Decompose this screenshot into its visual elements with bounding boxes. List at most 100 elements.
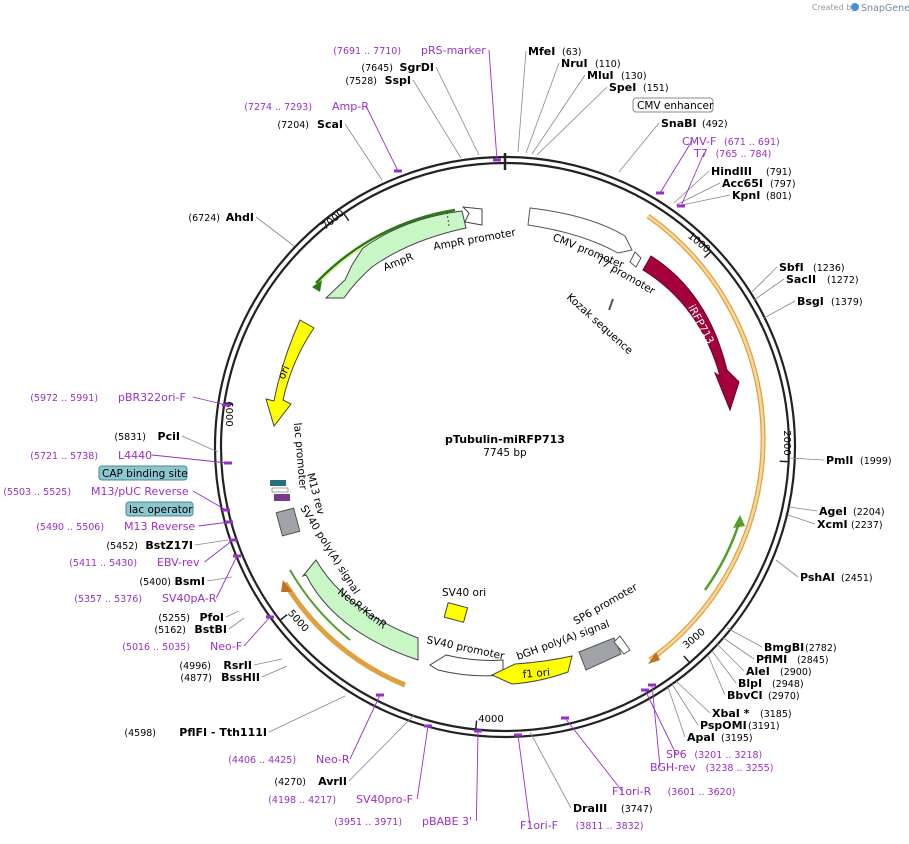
primer-range: (5490 .. 5506) xyxy=(36,522,104,533)
enzyme-name: ApaI xyxy=(687,731,715,744)
enzyme-position: (5162) xyxy=(154,625,186,636)
primer-site[interactable]: (5016 .. 5035)Neo-F xyxy=(122,640,242,653)
enzyme-leader-line xyxy=(255,216,295,247)
enzyme-position: (63) xyxy=(562,47,582,58)
enzyme-site[interactable]: (5831)PciI xyxy=(114,430,180,443)
primer-site[interactable]: (5357 .. 5376)SV40pA-R xyxy=(74,592,217,605)
enzyme-leader-line xyxy=(671,683,699,726)
enzyme-site[interactable]: BmgBI(2782) xyxy=(764,641,837,654)
primer-name: M13 Reverse xyxy=(124,520,195,533)
primer-leader-line xyxy=(475,730,479,822)
primer-leader-line xyxy=(644,689,677,755)
primer-site[interactable]: (5972 .. 5991)pBR322ori-F xyxy=(30,391,186,404)
cap-binding-site-box[interactable] xyxy=(98,465,188,481)
enzyme-site[interactable]: BbvCI(2970) xyxy=(727,689,800,702)
enzyme-site[interactable]: (5162)BstBI xyxy=(154,623,227,636)
primer-site[interactable]: (671 .. 691)CMV-F xyxy=(682,135,780,148)
primer-site[interactable]: (3238 .. 3255)BGH-rev xyxy=(650,761,773,774)
enzyme-site[interactable]: XcmI(2237) xyxy=(817,518,883,531)
enzyme-site[interactable]: PmlI(1999) xyxy=(826,454,892,467)
enzyme-site[interactable]: PspOMI(3191) xyxy=(700,719,780,732)
feature-kozak-mark[interactable] xyxy=(608,298,614,311)
feature-neor-arrow[interactable] xyxy=(301,559,419,661)
enzyme-position: (151) xyxy=(643,83,669,94)
enzyme-site[interactable]: (4877)BssHII xyxy=(180,671,260,684)
feature-ampr-arrow[interactable] xyxy=(324,210,467,299)
feature-irfp713-arrow[interactable] xyxy=(642,255,740,412)
enzyme-leader-line xyxy=(206,576,233,582)
feature-ori-arrow[interactable] xyxy=(265,319,315,428)
enzyme-name: PmlI xyxy=(826,454,853,467)
feature-label-t7-promoter: T7 promoter xyxy=(594,254,658,298)
primer-leader-line xyxy=(488,49,498,161)
primer-site[interactable]: (7691 .. 7710)pRS-marker xyxy=(333,44,486,57)
primer-site[interactable]: (3811 .. 3832)F1ori-F xyxy=(520,819,643,832)
enzyme-site[interactable]: (6724)AhdI xyxy=(188,211,254,224)
enzyme-name: XcmI xyxy=(817,518,848,531)
enzyme-site[interactable]: KpnI(801) xyxy=(732,189,792,202)
enzyme-site[interactable]: BsgI(1379) xyxy=(797,295,863,308)
primer-mark xyxy=(222,508,230,512)
enzyme-site[interactable]: AgeI(2204) xyxy=(819,505,885,518)
enzyme-site[interactable]: HindIII(791) xyxy=(711,165,792,178)
feature-ampr-promoter-arrow[interactable] xyxy=(461,206,483,226)
enzyme-site[interactable]: SbfI(1236) xyxy=(779,261,845,274)
enzyme-site[interactable]: (5452)BstZ17I xyxy=(106,539,193,552)
enzyme-leader-line xyxy=(751,266,778,293)
feature-sv40-ori[interactable] xyxy=(443,602,469,623)
enzyme-leader-line xyxy=(787,514,816,525)
enzyme-leader-line xyxy=(435,66,480,156)
primer-site[interactable]: (3951 .. 3971)pBABE 3' xyxy=(334,815,472,828)
cmv-enhancer-label: CMV enhancer xyxy=(637,100,714,112)
enzyme-site[interactable]: (7528)SspI xyxy=(345,74,411,87)
enzyme-site[interactable]: PshAI(2451) xyxy=(800,571,873,584)
enzyme-site[interactable]: BlpI(2948) xyxy=(738,677,804,690)
enzyme-site[interactable]: (7204)ScaI xyxy=(277,118,343,131)
primer-site[interactable]: (5721 .. 5738)L4440 xyxy=(30,449,152,462)
primer-site[interactable]: (7274 .. 7293)Amp-R xyxy=(244,100,369,113)
primer-site[interactable]: (4198 .. 4217)SV40pro-F xyxy=(268,793,413,806)
feature-sv40-polya[interactable] xyxy=(275,507,301,537)
feature-lac-operator[interactable] xyxy=(274,494,290,501)
feature-t7-promoter-arrow[interactable] xyxy=(629,251,642,268)
enzyme-site[interactable]: (4270)AvrII xyxy=(274,775,347,788)
enzyme-site[interactable]: (4598)PflFI - Tth111I xyxy=(124,726,267,739)
feature-sp6-promoter-arrow[interactable] xyxy=(613,635,631,655)
enzyme-site[interactable]: AleI(2900) xyxy=(746,665,812,678)
feature-cmv-promoter-arrow[interactable] xyxy=(527,207,633,254)
feature-f1-ori-arrow[interactable] xyxy=(490,655,573,685)
enzyme-site[interactable]: PflMI(2845) xyxy=(756,653,829,666)
enzyme-site[interactable]: MluI(130) xyxy=(587,69,647,82)
enzyme-site[interactable]: XbaI *(3185) xyxy=(712,707,792,720)
primer-site[interactable]: (5411 .. 5430)EBV-rev xyxy=(69,556,200,569)
enzyme-site[interactable]: SacII(1272) xyxy=(786,273,859,286)
feature-sv40-promoter-arrow[interactable] xyxy=(429,654,504,677)
primer-leader-line xyxy=(198,521,230,527)
enzyme-site[interactable]: MfeI(63) xyxy=(528,45,582,58)
primer-site[interactable]: (5503 .. 5525)M13/pUC Reverse xyxy=(3,485,189,498)
primer-site[interactable]: (5490 .. 5506) M13 Reverse xyxy=(36,520,195,533)
enzyme-leader-line xyxy=(667,686,686,738)
primer-mark xyxy=(376,693,384,697)
enzyme-leader-line xyxy=(716,643,745,672)
feature-cap-site[interactable] xyxy=(270,480,286,486)
primer-site[interactable]: (4406 .. 4425)Neo-R xyxy=(228,753,350,766)
enzyme-site[interactable]: (7645)SgrDI xyxy=(361,61,434,74)
cmv-enhancer-box[interactable] xyxy=(632,97,714,113)
enzyme-site[interactable]: (5255)PfoI xyxy=(158,611,224,624)
primer-site[interactable]: (3601 .. 3620)F1ori-R xyxy=(612,785,735,798)
lac-operator-box[interactable] xyxy=(125,501,194,517)
enzyme-site[interactable]: Acc65I(797) xyxy=(722,177,796,190)
primer-site[interactable]: (765 .. 784)T7 xyxy=(693,147,771,160)
primer-site[interactable]: (3201 .. 3218)SP6 xyxy=(666,748,762,761)
enzyme-site[interactable]: (4996)RsrII xyxy=(179,659,252,672)
enzyme-leader-line xyxy=(529,731,572,809)
enzyme-site[interactable]: NruI(110) xyxy=(561,57,621,70)
primer-range: (3601 .. 3620) xyxy=(668,787,736,798)
feature-bgh-polya[interactable] xyxy=(578,637,622,671)
enzyme-site[interactable]: SpeI(151) xyxy=(609,81,669,94)
enzyme-site[interactable]: DraIII(3747) xyxy=(573,802,653,815)
enzyme-site[interactable]: SnaBI(492) xyxy=(661,117,728,130)
enzyme-site[interactable]: ApaI(3195) xyxy=(687,731,753,744)
enzyme-site[interactable]: (5400)BsmI xyxy=(139,575,205,588)
